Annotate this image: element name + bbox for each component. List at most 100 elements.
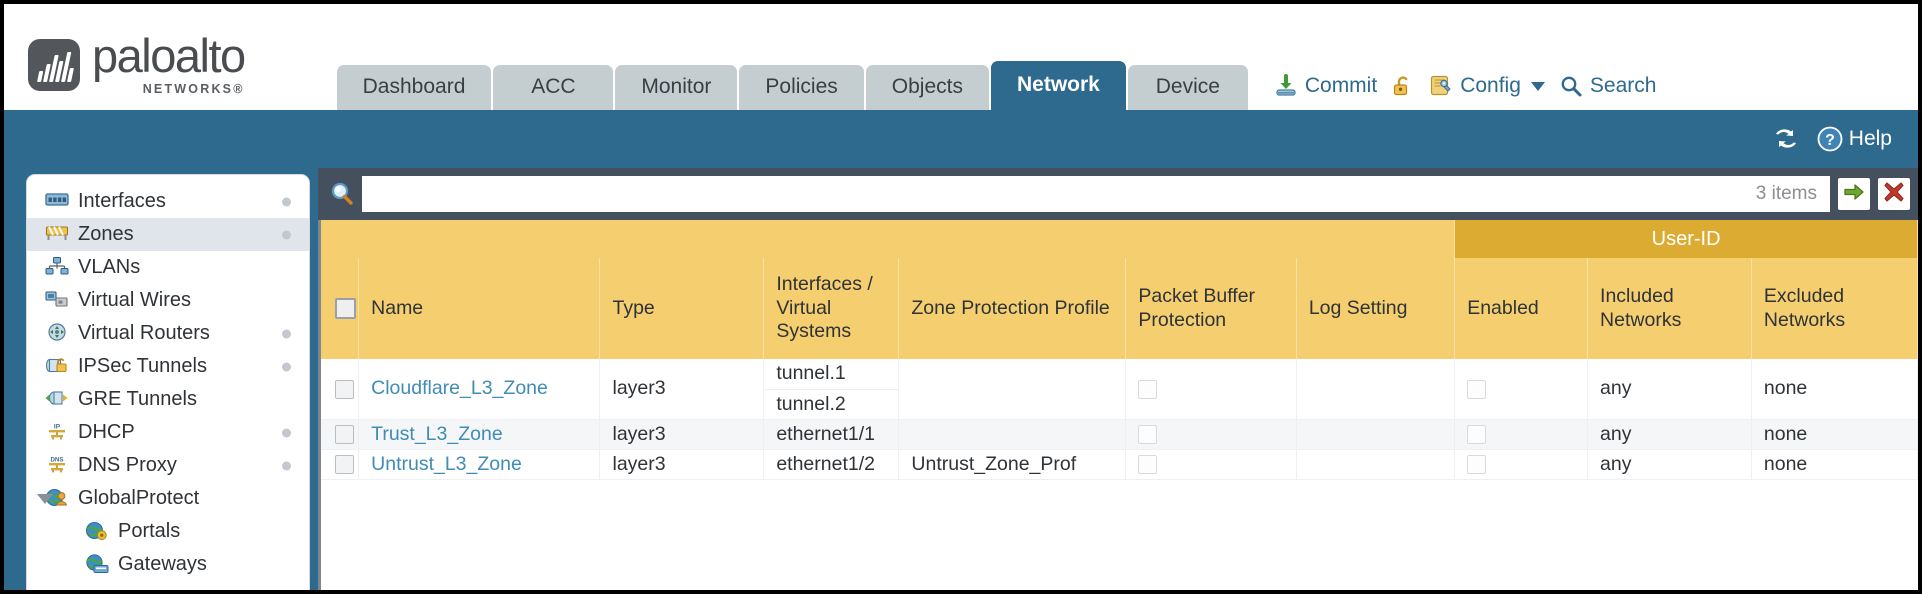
cell-included-networks: any [1587, 359, 1752, 420]
brand-logo: paloalto NETWORKS® [4, 33, 246, 110]
table-row[interactable]: Untrust_L3_Zone layer3 ethernet1/2 Untru… [321, 449, 1918, 480]
cell-packet-buffer-protection[interactable] [1125, 359, 1297, 420]
col-header-name[interactable]: Name [358, 258, 601, 359]
status-dot [282, 362, 291, 371]
tab-network[interactable]: Network [990, 60, 1126, 110]
col-header-interfaces[interactable]: Interfaces / Virtual Systems [763, 258, 900, 359]
sidebar-item-label: DNS Proxy [78, 454, 177, 476]
cell-name[interactable]: Untrust_L3_Zone [358, 449, 601, 480]
col-header-type[interactable]: Type [599, 258, 765, 359]
packet-buffer-protection-checkbox[interactable] [1138, 454, 1158, 474]
context-toolbar: ? Help [4, 110, 1918, 168]
cell-userid-enabled[interactable] [1454, 359, 1589, 420]
row-select-cell[interactable] [321, 449, 360, 480]
packet-buffer-protection-checkbox[interactable] [1138, 379, 1158, 399]
row-checkbox[interactable] [335, 454, 354, 474]
row-checkbox[interactable] [335, 379, 354, 399]
sidebar-item-vlans[interactable]: VLANs [27, 251, 309, 284]
cell-excluded-networks: none [1751, 359, 1918, 420]
zone-name-link[interactable]: Trust_L3_Zone [371, 422, 503, 445]
col-header-log-setting[interactable]: Log Setting [1296, 258, 1456, 359]
sidebar-item-virtual-wires[interactable]: Virtual Wires [27, 284, 309, 317]
commit-button[interactable]: Commit [1274, 74, 1377, 98]
chevron-down-icon[interactable] [37, 493, 53, 504]
col-header-zone-protection-profile[interactable]: Zone Protection Profile [898, 258, 1127, 359]
cell-packet-buffer-protection[interactable] [1125, 419, 1297, 450]
commit-label: Commit [1304, 74, 1378, 97]
col-header-included-networks[interactable]: Included Networks [1587, 258, 1752, 359]
sidebar-item-zones[interactable]: Zones [27, 218, 309, 251]
help-label: Help [1848, 127, 1892, 150]
refresh-icon[interactable] [1771, 126, 1801, 152]
cell-log-setting [1296, 419, 1456, 450]
interfaces-icon [45, 191, 69, 213]
tab-objects[interactable]: Objects [865, 64, 989, 110]
virtual-routers-icon [45, 322, 69, 345]
tab-policies[interactable]: Policies [739, 64, 864, 110]
sidebar-item-dns-proxy[interactable]: DNS DNS Proxy [27, 449, 309, 482]
apply-filter-button[interactable] [1838, 178, 1870, 210]
portals-icon [85, 521, 109, 543]
cell-type: layer3 [599, 449, 765, 480]
help-icon: ? [1817, 126, 1843, 152]
sidebar-item-dhcp[interactable]: IP DHCP [27, 416, 309, 449]
cell-zone-protection-profile: Untrust_Zone_Prof [898, 449, 1127, 480]
sidebar-item-ipsec-tunnels[interactable]: IPSec Tunnels [27, 350, 309, 383]
unlock-icon [1391, 74, 1415, 98]
row-checkbox[interactable] [335, 424, 354, 444]
userid-enabled-checkbox[interactable] [1467, 379, 1487, 399]
tab-dashboard[interactable]: Dashboard [336, 64, 492, 110]
search-field-container[interactable]: 3 items [362, 176, 1830, 212]
paloalto-logo-icon [28, 39, 80, 92]
zone-name-link[interactable]: Untrust_L3_Zone [371, 452, 522, 475]
clear-filter-x-icon [1882, 180, 1906, 209]
col-header-excluded-networks[interactable]: Excluded Networks [1751, 258, 1918, 359]
help-button[interactable]: ? Help [1817, 126, 1892, 152]
sidebar-item-label: DHCP [78, 421, 135, 443]
cell-userid-enabled[interactable] [1454, 419, 1589, 450]
select-all-checkbox[interactable] [335, 297, 356, 319]
table-row[interactable]: Cloudflare_L3_Zone layer3 tunnel.1 [321, 359, 1918, 420]
col-header-enabled[interactable]: Enabled [1454, 258, 1589, 359]
tab-acc[interactable]: ACC [493, 64, 614, 110]
clear-filter-button[interactable] [1878, 178, 1910, 210]
search-button[interactable]: Search [1559, 74, 1656, 98]
col-header-packet-buffer-protection[interactable]: Packet Buffer Protection [1125, 258, 1297, 359]
search-input[interactable] [363, 177, 1756, 211]
select-all-header[interactable] [321, 258, 360, 359]
table-row-continuation: tunnel.2 [321, 389, 1918, 420]
config-label: Config [1460, 74, 1521, 97]
cell-name[interactable]: Cloudflare_L3_Zone [358, 359, 601, 420]
row-select-cell[interactable] [321, 419, 360, 450]
sidebar-item-gateways[interactable]: Gateways [27, 548, 309, 581]
sidebar-item-gre-tunnels[interactable]: GRE Tunnels [27, 383, 309, 416]
main-nav-tabs: Dashboard ACC Monitor Policies Objects N… [336, 60, 1248, 110]
table-header-row: Name Type Interfaces / Virtual Systems Z… [321, 258, 1918, 359]
cell-interface: tunnel.2 [763, 389, 900, 420]
packet-buffer-protection-checkbox[interactable] [1138, 424, 1158, 444]
userid-enabled-checkbox[interactable] [1467, 424, 1487, 444]
sidebar-item-label: Virtual Routers [78, 322, 210, 344]
cell-name[interactable]: Trust_L3_Zone [358, 419, 601, 450]
tab-device[interactable]: Device [1127, 64, 1248, 110]
sidebar-item-interfaces[interactable]: Interfaces [27, 185, 309, 218]
sidebar-item-virtual-routers[interactable]: Virtual Routers [27, 317, 309, 350]
unlock-button[interactable] [1391, 74, 1415, 98]
cell-included-networks: any [1587, 419, 1752, 450]
sidebar-item-portals[interactable]: Portals [27, 515, 309, 548]
sidebar-item-label: Portals [118, 520, 181, 542]
cell-excluded-networks: none [1751, 419, 1918, 450]
sidebar-item-globalprotect[interactable]: GlobalProtect [27, 482, 309, 515]
cell-interface: tunnel.1 [763, 359, 900, 390]
tab-monitor[interactable]: Monitor [615, 64, 738, 110]
zone-name-link[interactable]: Cloudflare_L3_Zone [371, 377, 548, 400]
cell-userid-enabled[interactable] [1454, 449, 1589, 480]
group-header-spacer [321, 220, 1456, 258]
row-select-cell[interactable] [321, 359, 360, 420]
config-menu-button[interactable]: Config [1429, 74, 1545, 98]
userid-enabled-checkbox[interactable] [1467, 454, 1487, 474]
table-row[interactable]: Trust_L3_Zone layer3 ethernet1/1 [321, 419, 1918, 450]
cell-packet-buffer-protection[interactable] [1125, 449, 1297, 480]
svg-text:?: ? [1825, 132, 1835, 149]
